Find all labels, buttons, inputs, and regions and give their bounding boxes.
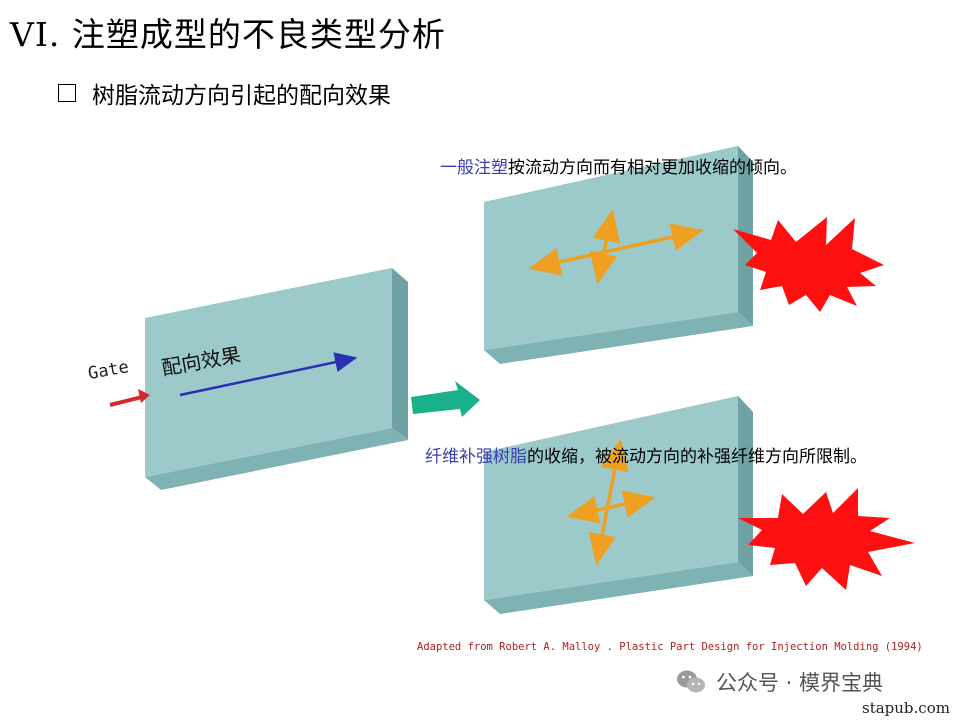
note-fiber-text: 的收缩，被流动方向的补强纤维方向所限制。 <box>527 447 867 467</box>
orientation-arrow <box>179 352 358 397</box>
note-fiber-reinforced: 纤维补强树脂的收缩，被流动方向的补强纤维方向所限制。 <box>425 444 905 471</box>
note-general-highlight: 一般注塑 <box>440 158 508 178</box>
burst-bottom-icon <box>738 488 915 590</box>
slide-title: VI. 注塑成型的不良类型分析 <box>10 15 446 54</box>
wechat-watermark: 公众号 · 模界宝典 <box>676 667 883 697</box>
checkbox-bullet-icon <box>58 84 76 102</box>
source-citation: Adapted from Robert A. Malloy . Plastic … <box>417 641 923 653</box>
shrink-arrow-cross-fiber <box>588 438 629 566</box>
subtitle-text: 树脂流动方向引起的配向效果 <box>92 83 391 109</box>
burst-top-icon <box>733 217 884 312</box>
note-general-text: 按流动方向而有相对更加收缩的倾向。 <box>508 158 797 178</box>
site-watermark: stapub.com <box>862 699 950 717</box>
block-arrow-right-icon <box>411 381 480 417</box>
shrink-arrow-cross <box>589 209 621 285</box>
note-general-molding: 一般注塑按流动方向而有相对更加收缩的倾向。 <box>440 155 797 182</box>
slide-subtitle: 树脂流动方向引起的配向效果 <box>58 76 391 110</box>
wechat-account: 公众号 · 模界宝典 <box>716 671 884 695</box>
wechat-icon <box>676 669 706 695</box>
left-plate <box>145 268 408 490</box>
note-fiber-highlight: 纤维补强树脂 <box>425 447 527 467</box>
